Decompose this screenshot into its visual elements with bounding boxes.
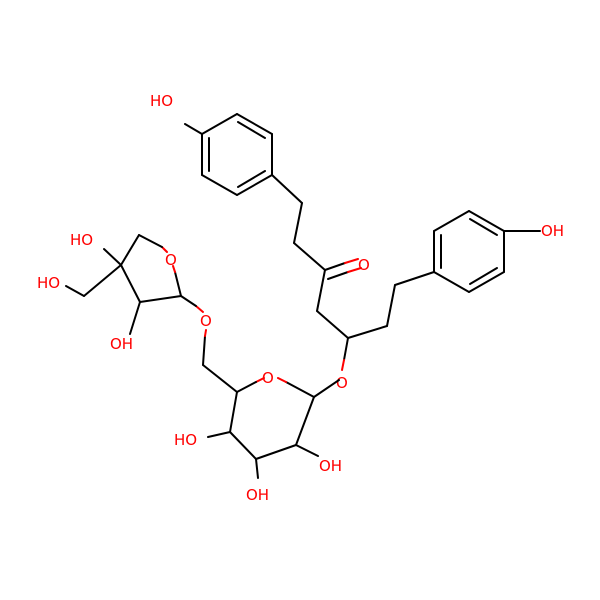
right-phenol-ring: [433, 210, 541, 293]
heptanone-chain: [271, 174, 435, 371]
top-phenol-ring: [184, 113, 273, 196]
top-phenol-hydroxyl-label: HO: [150, 92, 173, 110]
pyranose-c2-hydroxyl-label: OH: [319, 457, 342, 475]
furanose-quaternary-hydroxyl-label: HO: [70, 231, 93, 249]
pyranose-ring: [202, 329, 340, 479]
ketone-oxygen-label: O: [358, 256, 370, 274]
right-phenol-hydroxyl-label: OH: [541, 222, 564, 240]
furanose-ring-oxygen-label: O: [165, 251, 177, 269]
pyranose-ring-oxygen-label: O: [262, 369, 274, 387]
glycosidic-oxygen-label: O: [200, 312, 212, 330]
pyranose-c3-hydroxyl-label: OH: [246, 486, 269, 504]
furanose-hydroxymethyl-label: HO: [37, 274, 60, 292]
furanose-ring: [65, 234, 204, 335]
pyranose-c4-hydroxyl-label: HO: [174, 431, 197, 449]
furanose-ring-hydroxyl-label: OH: [110, 335, 133, 353]
chain-ether-oxygen-label: O: [336, 374, 348, 392]
